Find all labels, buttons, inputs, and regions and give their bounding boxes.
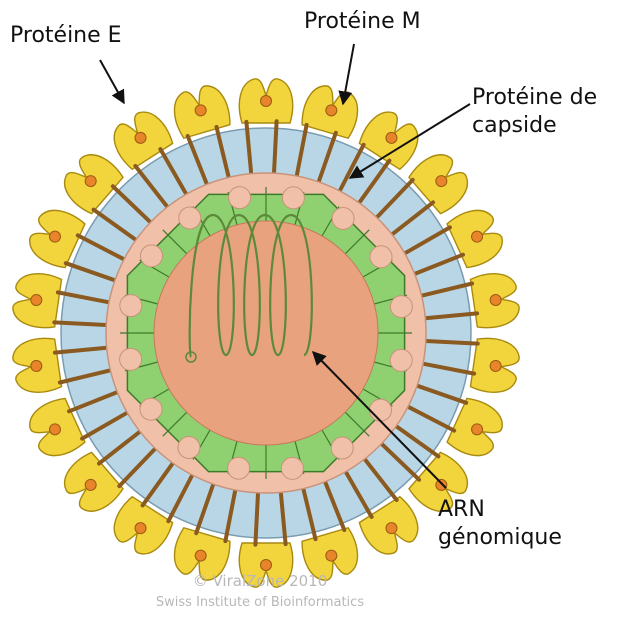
- capsid-bump: [228, 457, 250, 479]
- capsid-label-line2: capside: [472, 112, 597, 140]
- protein-e-spike: [11, 336, 62, 395]
- capsid-bump: [370, 246, 392, 268]
- protein-e-arrow: [100, 60, 124, 103]
- credit-institute: Swiss Institute of Bioinformatics: [0, 595, 520, 610]
- protein-e-spike: [239, 79, 292, 123]
- spike-stalk: [255, 493, 258, 545]
- protein-m-label: Protéine M: [304, 8, 421, 36]
- rna-label: ARN génomique: [438, 496, 562, 552]
- protein-e-label: Protéine E: [10, 22, 122, 50]
- capsid-bump: [141, 245, 163, 267]
- spike-stalk: [54, 322, 106, 325]
- capsid-bump: [140, 398, 162, 420]
- capsid-bump: [390, 349, 412, 371]
- capsid-label: Protéine de capside: [472, 84, 597, 140]
- capsid-bump: [390, 296, 412, 318]
- core: [154, 221, 378, 445]
- capsid-bump: [120, 348, 142, 370]
- protein-e-spike: [169, 82, 233, 139]
- capsid-bump: [282, 187, 304, 209]
- capsid-bump: [332, 208, 354, 230]
- capsid-bump: [178, 437, 200, 459]
- spike-stalk: [274, 121, 277, 173]
- capsid-bump: [281, 457, 303, 479]
- protein-e-spike: [300, 82, 364, 139]
- credit-viralzone: © ViralZone 2010: [0, 572, 520, 590]
- capsid-bump: [120, 295, 142, 317]
- capsid-label-line1: Protéine de: [472, 84, 597, 112]
- protein-e-spike: [470, 270, 521, 329]
- spike-stalk: [426, 341, 478, 344]
- capsid-bump: [179, 207, 201, 229]
- rna-label-line2: génomique: [438, 524, 562, 552]
- rna-label-line1: ARN: [438, 496, 562, 524]
- capsid-bump: [229, 187, 251, 209]
- capsid-bump: [331, 437, 353, 459]
- capsid-bump: [370, 399, 392, 421]
